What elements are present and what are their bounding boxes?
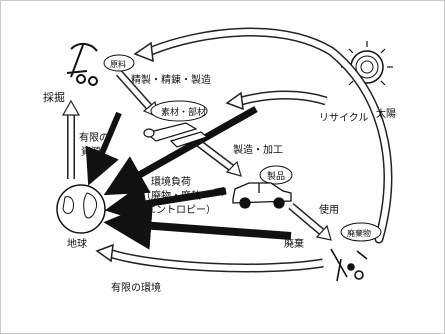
env-burden-label-1: 環境負荷: [151, 175, 191, 188]
environmental-burden-arrows: [85, 105, 292, 250]
waste-item-label: 廃棄物: [347, 228, 371, 238]
raw-material-label: 原料: [110, 59, 126, 69]
mining-icon: [66, 43, 98, 86]
sun-label: 太陽: [376, 107, 396, 120]
product-bubble: [259, 165, 293, 185]
earth-label: 地球: [67, 237, 87, 250]
earth-icon: [56, 184, 106, 234]
env-burden-label-2: （廃物・廃熱・: [141, 189, 211, 202]
finite-environment-label: 有限の環境: [111, 281, 161, 294]
product-label: 製品: [267, 170, 285, 182]
manufacturing-label: 製造・加工: [233, 143, 283, 156]
raw-material-bubble: [103, 54, 135, 72]
material-parts-label: 素材・部材: [161, 106, 206, 118]
waste-item-bubble: [340, 222, 382, 242]
use-label: 使用: [319, 203, 339, 216]
disposal-label: 廃棄: [284, 237, 304, 250]
material-parts-bubble: [150, 100, 208, 122]
waste-debris-icon: [330, 248, 368, 282]
env-burden-label-3: エントロピー）: [146, 204, 216, 216]
car-icon: [232, 182, 292, 209]
finite-resources-label-2: 資源: [81, 145, 101, 158]
finite-resources-label-1: 有限の: [79, 131, 109, 144]
materials-icon: [143, 122, 209, 148]
product-pointer: [214, 187, 224, 196]
refining-label: 精製・精錬・製造: [131, 73, 211, 86]
mining-label: 採掘: [43, 90, 65, 104]
recycle-label: リサイクル: [319, 112, 369, 124]
